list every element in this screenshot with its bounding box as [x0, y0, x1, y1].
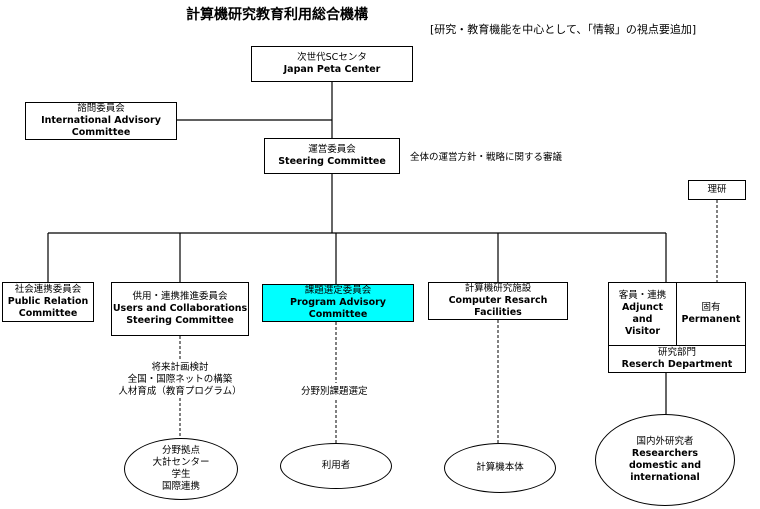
researchers-en2: domestic and — [628, 460, 702, 471]
advisory-jp: 諮問委員会 — [77, 103, 125, 114]
advisory-en1: International Advisory — [41, 115, 161, 126]
users-note-1: 将来計画検討 — [151, 362, 209, 373]
public-relation-box: 社会連携委員会 Public Relation Committee — [2, 282, 94, 322]
adjunct-en3: Visitor — [624, 326, 661, 337]
center-jp: 次世代SCセンタ — [297, 52, 367, 63]
machine-ellipse: 計算機本体 — [444, 443, 556, 493]
page-subtitle: [研究・教育機能を中心として、「情報」の視点要追加] — [430, 23, 697, 36]
steering-en: Steering Committee — [278, 156, 386, 167]
bases-4: 国際連携 — [161, 481, 200, 492]
research-department-box: 客員・連携 Adjunct and Visitor 固有 Permanent 研… — [608, 282, 746, 373]
permanent-en: Permanent — [681, 314, 741, 325]
users-notes: 将来計画検討 全国・国際ネットの構築 人材育成（教育プログラム） — [100, 362, 260, 398]
permanent-jp: 固有 — [701, 302, 721, 313]
computer-research-box: 計算機研究施設 Computer Resarch Facilities — [428, 282, 568, 320]
researchers-en1: Researchers — [631, 448, 699, 459]
bases-ellipse: 分野拠点 大計センター 学生 国際連携 — [124, 438, 238, 500]
program-advisory-box: 課題選定委員会 Program Advisory Committee — [262, 284, 414, 322]
users-en2: Steering Committee — [126, 315, 234, 326]
adjunct-en2: and — [632, 314, 653, 325]
permanent-cell: 固有 Permanent — [677, 283, 745, 346]
computer-en2: Facilities — [474, 307, 522, 318]
users-box: 供用・連携推進委員会 Users and Collaborations Stee… — [111, 282, 249, 336]
bases-3: 学生 — [171, 469, 191, 480]
dept-cell: 研究部門 Reserch Department — [609, 346, 745, 372]
dept-jp: 研究部門 — [657, 347, 696, 358]
bases-2: 大計センター — [152, 457, 210, 468]
public-relation-jp: 社会連携委員会 — [14, 284, 82, 295]
public-relation-en2: Committee — [18, 308, 78, 319]
researchers-ellipse: 国内外研究者 Researchers domestic and internat… — [595, 414, 735, 506]
riken-box: 理研 — [688, 180, 746, 200]
users-en1: Users and Collaborations — [112, 303, 248, 314]
adjunct-en1: Adjunct — [621, 302, 664, 313]
page-title: 計算機研究教育利用総合機構 — [186, 7, 368, 23]
program-en2: Committee — [308, 309, 368, 320]
users-ellipse: 利用者 — [280, 443, 392, 489]
steering-box: 運営委員会 Steering Committee — [264, 138, 400, 174]
advisory-en2: Committee — [71, 127, 131, 138]
steering-jp: 運営委員会 — [308, 144, 356, 155]
machine-ellipse-label: 計算機本体 — [476, 462, 524, 473]
bases-1: 分野拠点 — [161, 445, 200, 456]
adjunct-jp: 客員・連携 — [618, 290, 667, 301]
public-relation-en1: Public Relation — [7, 296, 89, 307]
computer-en1: Computer Resarch — [448, 295, 548, 306]
dept-en: Reserch Department — [621, 359, 733, 370]
users-jp: 供用・連携推進委員会 — [132, 291, 228, 302]
users-ellipse-label: 利用者 — [321, 460, 351, 471]
computer-jp: 計算機研究施設 — [464, 283, 532, 294]
program-en1: Program Advisory — [290, 297, 386, 308]
steering-note: 全体の運営方針・戦略に関する審議 — [410, 152, 563, 163]
center-box: 次世代SCセンタ Japan Peta Center — [251, 46, 413, 82]
researchers-en3: international — [630, 472, 700, 483]
program-note: 分野別課題選定 — [301, 386, 368, 398]
users-note-3: 人材育成（教育プログラム） — [118, 386, 242, 397]
center-en: Japan Peta Center — [283, 64, 381, 75]
users-note-2: 全国・国際ネットの構築 — [127, 374, 233, 385]
riken-label: 理研 — [707, 184, 727, 195]
program-jp: 課題選定委員会 — [304, 285, 372, 296]
researchers-jp: 国内外研究者 — [636, 436, 694, 447]
advisory-box: 諮問委員会 International Advisory Committee — [25, 102, 177, 140]
adjunct-cell: 客員・連携 Adjunct and Visitor — [609, 283, 677, 346]
